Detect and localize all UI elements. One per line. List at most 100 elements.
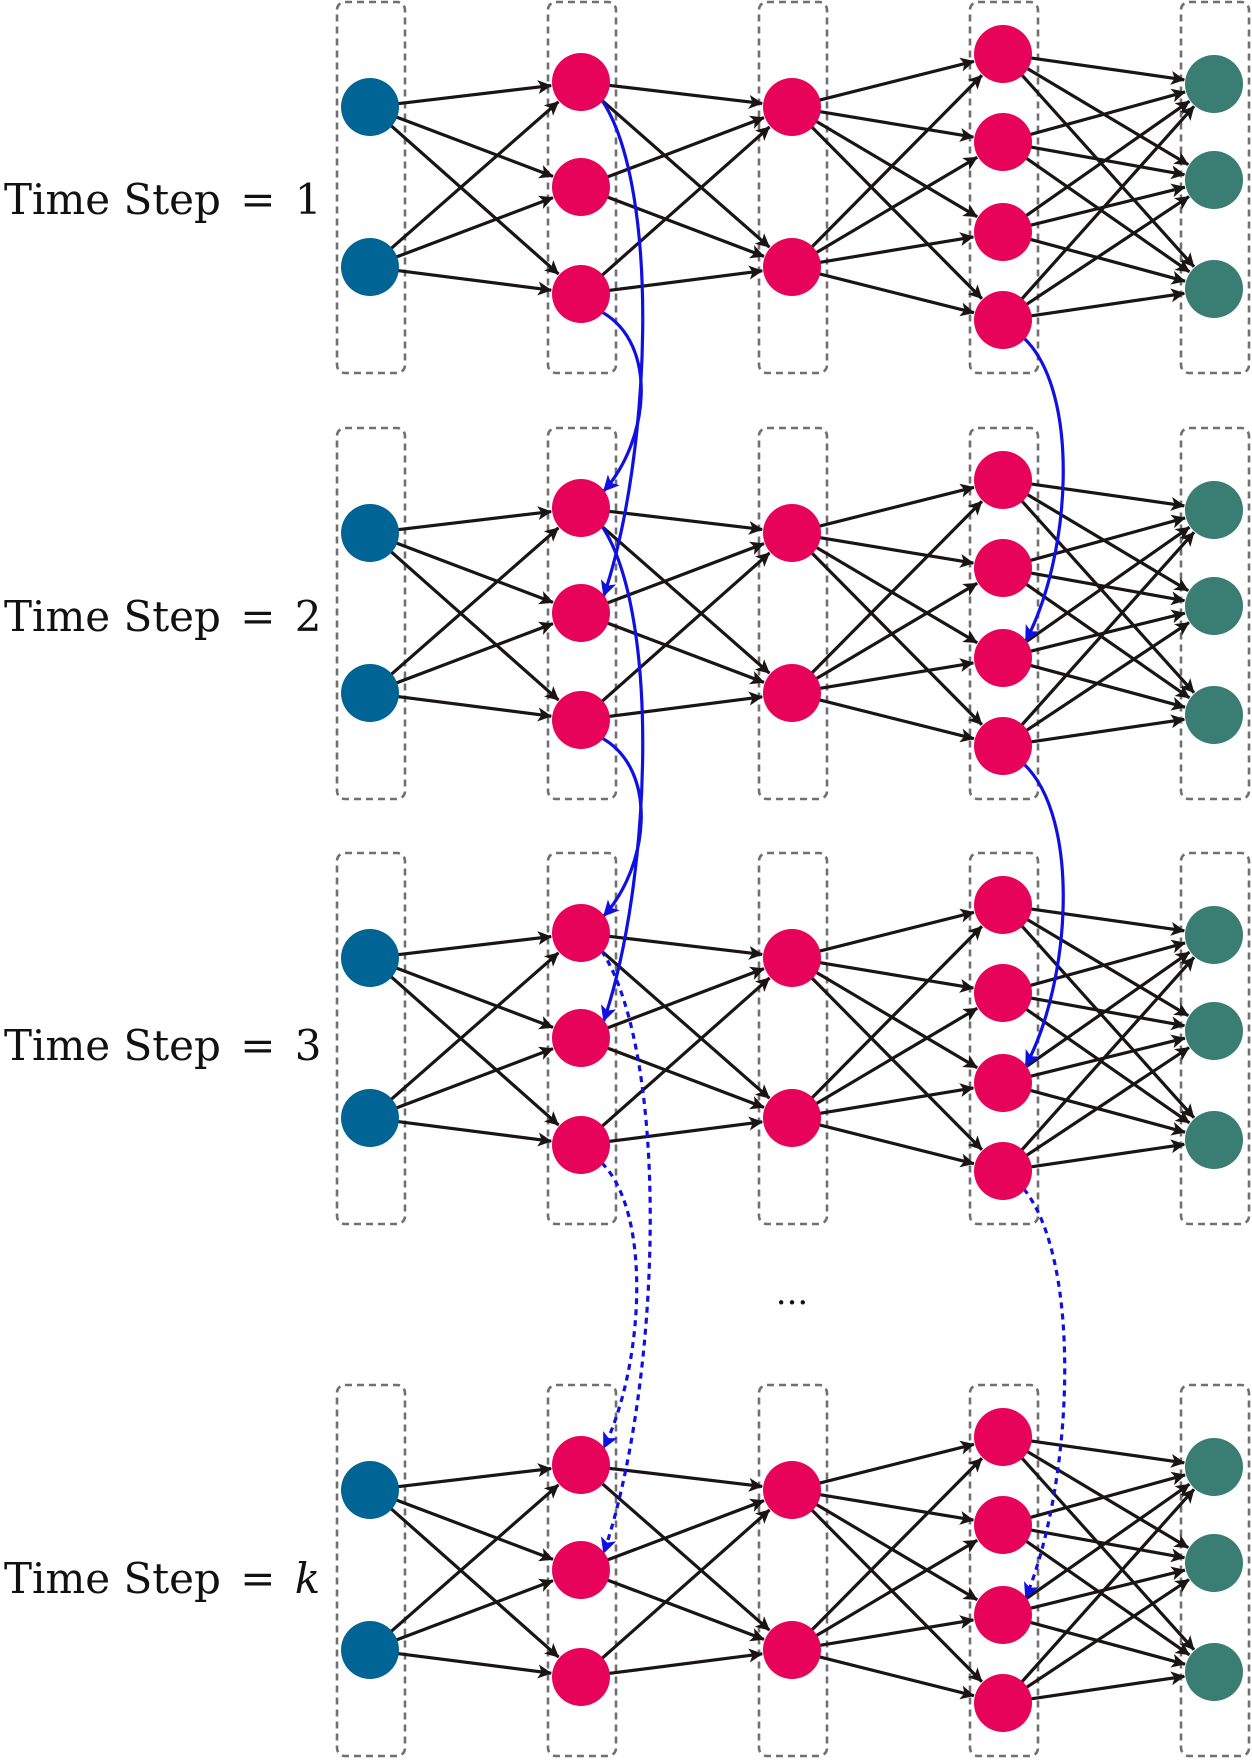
edge-step-1-hidden-3-2-to-output-1 bbox=[1028, 88, 1186, 137]
edge-step-2-hidden-2-1-to-hidden-3-4 bbox=[809, 551, 984, 726]
layer-box-hidden-1-step-k bbox=[546, 1383, 618, 1758]
edge-step-1-hidden-1-1-to-hidden-2-1 bbox=[607, 83, 763, 109]
node-step-1-hidden-2-1 bbox=[763, 78, 821, 136]
recurrent-edge-1 bbox=[600, 99, 645, 597]
edge-step-3-hidden-2-1-to-hidden-3-2 bbox=[818, 960, 975, 993]
edge-step-2-hidden-2-1-to-hidden-3-1 bbox=[817, 483, 975, 528]
recurrent-edges bbox=[600, 99, 1067, 1599]
edge-step-1-hidden-3-4-to-output-3 bbox=[1029, 288, 1186, 318]
edge-step-1-hidden-2-2-to-hidden-3-3 bbox=[818, 232, 975, 265]
node-step-3-input-1 bbox=[341, 929, 399, 987]
recurrent-edge-7 bbox=[600, 950, 652, 1554]
layer-box-input-step-3 bbox=[335, 851, 407, 1226]
layer-box-hidden-2-step-k bbox=[757, 1383, 829, 1758]
layer-box-hidden-3-step-k bbox=[968, 1383, 1040, 1758]
edge-step-2-hidden-2-1-to-hidden-3-2 bbox=[818, 535, 975, 568]
edge-step-1-hidden-2-1-to-hidden-3-3 bbox=[814, 119, 979, 219]
edge-step-1-hidden-3-3-to-output-2 bbox=[1028, 183, 1186, 228]
edge-step-3-hidden-3-2-to-output-1 bbox=[1028, 939, 1186, 988]
edge-step-1-hidden-2-1-to-hidden-3-1 bbox=[817, 57, 975, 102]
edge-step-1-hidden-3-1-to-output-2 bbox=[1025, 66, 1190, 166]
edge-step-2-input-2-to-hidden-1-3 bbox=[396, 694, 552, 722]
edge-step-2-hidden-3-4-to-output-2 bbox=[1024, 621, 1190, 733]
edge-step-2-input-1-to-hidden-1-3 bbox=[389, 549, 560, 702]
edge-step-2-hidden-3-4-to-output-1 bbox=[1019, 531, 1196, 727]
edge-step-k-input-2-to-hidden-1-3 bbox=[396, 1651, 552, 1679]
node-step-1-hidden-3-4 bbox=[974, 291, 1032, 349]
edge-step-k-hidden-3-1-to-output-1 bbox=[1029, 1439, 1185, 1468]
edge-step-2-hidden-2-2-to-hidden-3-3 bbox=[818, 658, 975, 691]
edge-step-2-hidden-3-2-to-output-3 bbox=[1024, 582, 1191, 700]
node-step-2-output-1 bbox=[1185, 481, 1243, 539]
time-step-label-3-equals: = bbox=[240, 1021, 275, 1070]
edge-step-1-hidden-3-4-to-output-1 bbox=[1019, 105, 1196, 301]
node-step-1-hidden-1-1 bbox=[552, 53, 610, 111]
edge-step-1-hidden-3-3-to-output-1 bbox=[1024, 99, 1191, 218]
node-step-1-input-1 bbox=[341, 78, 399, 136]
edge-step-3-input-1-to-hidden-1-3 bbox=[389, 974, 560, 1127]
recurrent-edge-6 bbox=[1022, 762, 1065, 1067]
edge-step-k-hidden-2-1-to-hidden-3-1 bbox=[817, 1440, 975, 1485]
edge-step-3-hidden-1-3-to-hidden-2-2 bbox=[607, 1116, 763, 1144]
node-step-2-hidden-1-2 bbox=[552, 584, 610, 642]
edge-step-1-hidden-3-2-to-output-3 bbox=[1024, 156, 1191, 274]
layer-box-hidden-3-step-1 bbox=[968, 0, 1040, 375]
edge-step-k-hidden-1-2-to-hidden-2-1 bbox=[605, 1498, 765, 1562]
edge-step-3-hidden-3-2-to-output-3 bbox=[1024, 1007, 1191, 1125]
edge-step-k-input-1-to-hidden-1-1 bbox=[396, 1463, 552, 1489]
edge-step-k-input-1-to-hidden-1-2 bbox=[394, 1498, 554, 1562]
edge-step-2-hidden-1-1-to-hidden-2-1 bbox=[607, 509, 763, 535]
edge-step-3-hidden-1-1-to-hidden-2-2 bbox=[600, 949, 771, 1100]
node-step-3-hidden-1-3 bbox=[552, 1116, 610, 1174]
recurrent-edge-8 bbox=[600, 1161, 639, 1449]
edge-step-k-hidden-2-1-to-hidden-3-2 bbox=[818, 1492, 975, 1525]
edge-step-2-hidden-2-1-to-hidden-3-3 bbox=[814, 545, 979, 645]
time-step-label-2: Time Step = 2 bbox=[4, 592, 322, 641]
time-step-label-1-equals: = bbox=[240, 175, 275, 224]
node-step-k-hidden-3-1 bbox=[974, 1408, 1032, 1466]
edge-step-k-hidden-1-3-to-hidden-2-2 bbox=[607, 1648, 763, 1676]
edge-step-3-hidden-2-2-to-hidden-3-2 bbox=[814, 1006, 979, 1106]
edge-step-1-hidden-1-3-to-hidden-2-2 bbox=[607, 265, 763, 293]
neuron-nodes bbox=[341, 25, 1243, 1732]
node-step-2-hidden-2-1 bbox=[763, 504, 821, 562]
edge-step-k-hidden-2-1-to-hidden-3-3 bbox=[814, 1502, 979, 1602]
gap-ellipsis: ... bbox=[776, 1273, 808, 1313]
edge-step-k-hidden-3-1-to-output-2 bbox=[1025, 1449, 1190, 1549]
edge-step-3-hidden-3-1-to-output-2 bbox=[1025, 917, 1190, 1017]
edge-step-2-hidden-3-4-to-output-3 bbox=[1029, 714, 1186, 744]
node-step-3-output-2 bbox=[1185, 1002, 1243, 1060]
edge-step-k-hidden-1-1-to-hidden-2-2 bbox=[600, 1481, 771, 1632]
edge-step-k-hidden-1-1-to-hidden-2-1 bbox=[607, 1466, 763, 1492]
edge-step-k-hidden-2-2-to-hidden-3-1 bbox=[809, 1457, 984, 1632]
edge-step-3-hidden-3-4-to-output-1 bbox=[1019, 956, 1196, 1152]
node-step-k-hidden-3-4 bbox=[974, 1674, 1032, 1732]
node-step-2-hidden-3-1 bbox=[974, 451, 1032, 509]
edge-step-k-input-2-to-hidden-1-1 bbox=[389, 1483, 560, 1634]
node-step-3-output-3 bbox=[1185, 1111, 1243, 1169]
edge-step-2-hidden-1-2-to-hidden-2-2 bbox=[605, 621, 765, 685]
edge-step-3-hidden-3-4-to-output-3 bbox=[1029, 1139, 1186, 1169]
edge-step-1-hidden-3-1-to-output-1 bbox=[1029, 56, 1185, 85]
time-step-label-k-prefix: Time Step bbox=[4, 1554, 221, 1603]
edge-step-2-input-1-to-hidden-1-1 bbox=[396, 506, 552, 532]
edge-step-3-input-2-to-hidden-1-3 bbox=[396, 1119, 552, 1147]
edge-step-3-hidden-1-2-to-hidden-2-2 bbox=[605, 1046, 765, 1110]
edge-step-2-hidden-3-3-to-output-3 bbox=[1028, 663, 1186, 711]
node-step-2-output-3 bbox=[1185, 686, 1243, 744]
layer-box-hidden-1-step-3 bbox=[546, 851, 618, 1226]
time-step-label-1-prefix: Time Step bbox=[4, 175, 221, 224]
edge-step-1-hidden-3-4-to-output-2 bbox=[1024, 195, 1190, 307]
layer-box-hidden-2-step-3 bbox=[757, 851, 829, 1226]
node-step-2-hidden-3-2 bbox=[974, 539, 1032, 597]
node-step-1-hidden-2-2 bbox=[763, 238, 821, 296]
edge-step-k-hidden-2-1-to-hidden-3-4 bbox=[809, 1508, 984, 1683]
edge-step-1-input-2-to-hidden-1-3 bbox=[396, 268, 552, 296]
edge-step-2-input-2-to-hidden-1-1 bbox=[389, 526, 560, 677]
node-step-1-hidden-1-2 bbox=[552, 158, 610, 216]
recurrent-edge-5 bbox=[601, 736, 643, 918]
edge-step-2-input-1-to-hidden-1-2 bbox=[394, 541, 554, 605]
time-step-label-1-value: 1 bbox=[295, 175, 322, 224]
edge-step-k-input-2-to-hidden-1-2 bbox=[394, 1578, 554, 1642]
